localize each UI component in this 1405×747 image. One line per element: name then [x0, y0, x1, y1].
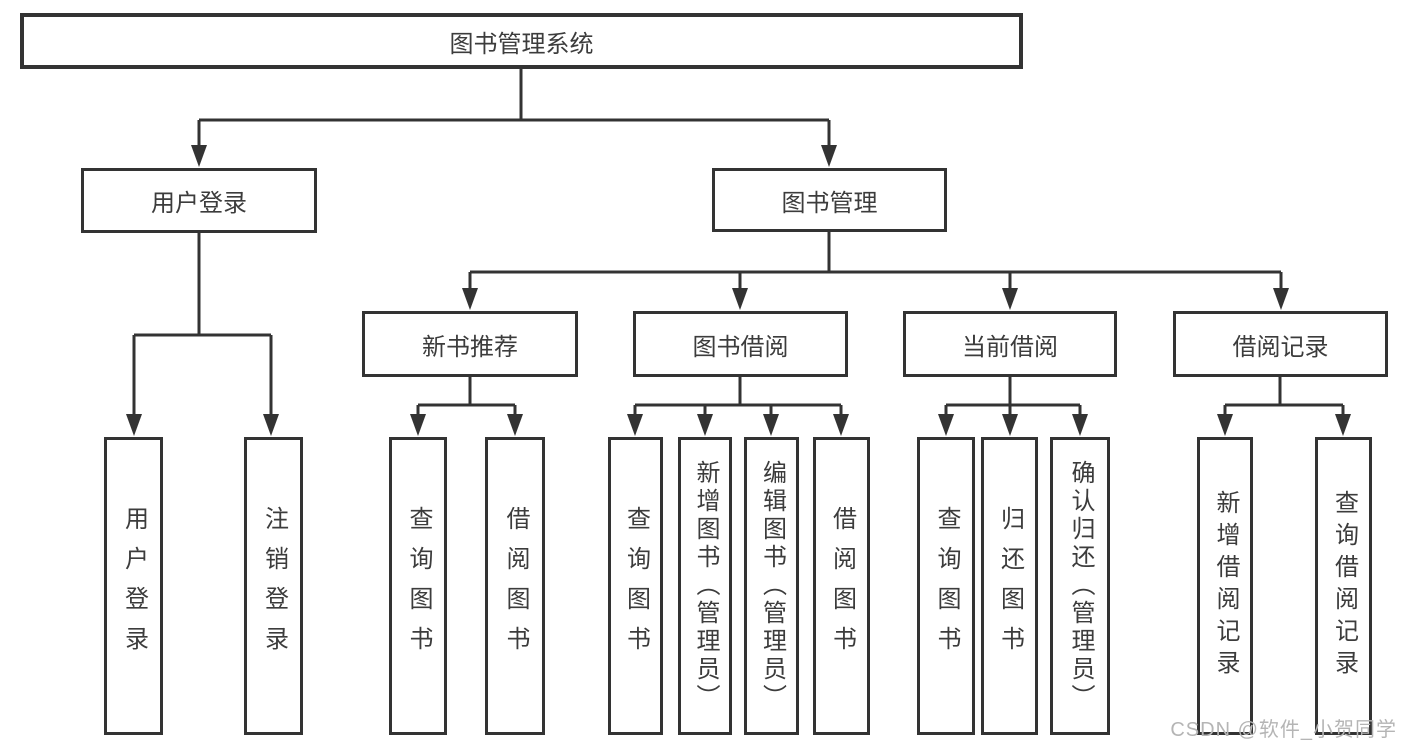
- node-borrow-records-label: 借阅记录: [1232, 333, 1329, 361]
- leaf-bb-add-books-admin: 新增图书（管理员）: [678, 437, 732, 735]
- connector-elbows: [132, 69, 1345, 416]
- leaf-br-add-record-label: 新增借阅记录: [1212, 490, 1239, 682]
- leaf-rec-query-books: 查询图书: [389, 437, 447, 735]
- arrowheads: [126, 145, 1351, 436]
- leaf-cb-query-books: 查询图书: [917, 437, 975, 735]
- leaf-bb-edit-books-admin: 编辑图书（管理员）: [744, 437, 799, 735]
- csdn-watermark: CSDN @软件_小贺同学: [1170, 719, 1397, 741]
- leaf-logout: 注销登录: [244, 437, 303, 735]
- leaf-bb-edit-books-admin-label: 编辑图书（管理员）: [758, 460, 786, 712]
- node-current-borrow-label: 当前借阅: [962, 333, 1058, 361]
- leaf-rec-query-books-label: 查询图书: [405, 506, 432, 666]
- node-user-login: 用户登录: [81, 168, 317, 233]
- node-book-mgmt-label: 图书管理: [781, 189, 878, 217]
- leaf-rec-borrow-books: 借阅图书: [485, 437, 545, 735]
- leaf-bb-query-books: 查询图书: [608, 437, 663, 735]
- node-current-borrow: 当前借阅: [903, 311, 1117, 377]
- node-book-borrow: 图书借阅: [633, 311, 848, 377]
- leaf-user-login-label: 用户登录: [120, 506, 148, 666]
- leaf-logout-label: 注销登录: [260, 506, 288, 666]
- leaf-cb-confirm-return-admin-label: 确认归还（管理员）: [1067, 460, 1094, 712]
- node-book-mgmt: 图书管理: [712, 168, 947, 232]
- leaf-cb-confirm-return-admin: 确认归还（管理员）: [1050, 437, 1110, 735]
- leaf-cb-return-books: 归还图书: [981, 437, 1038, 735]
- node-new-book-rec: 新书推荐: [362, 311, 578, 377]
- node-book-borrow-label: 图书借阅: [692, 333, 789, 361]
- leaf-bb-borrow-books-label: 借阅图书: [828, 506, 856, 666]
- leaf-cb-return-books-label: 归还图书: [996, 506, 1024, 666]
- node-new-book-rec-label: 新书推荐: [422, 333, 518, 361]
- node-user-login-label: 用户登录: [151, 190, 247, 217]
- leaf-bb-borrow-books: 借阅图书: [813, 437, 870, 735]
- leaf-bb-query-books-label: 查询图书: [622, 506, 650, 666]
- node-root: 图书管理系统: [20, 13, 1023, 69]
- leaf-bb-add-books-admin-label: 新增图书（管理员）: [692, 460, 719, 712]
- leaf-rec-borrow-books-label: 借阅图书: [502, 506, 529, 666]
- node-root-label: 图书管理系统: [449, 30, 594, 58]
- leaf-br-query-record: 查询借阅记录: [1315, 437, 1372, 735]
- node-borrow-records: 借阅记录: [1173, 311, 1388, 377]
- leaf-br-add-record: 新增借阅记录: [1197, 437, 1253, 735]
- leaf-cb-query-books-label: 查询图书: [933, 506, 960, 666]
- leaf-user-login: 用户登录: [104, 437, 163, 735]
- leaf-br-query-record-label: 查询借阅记录: [1330, 490, 1358, 682]
